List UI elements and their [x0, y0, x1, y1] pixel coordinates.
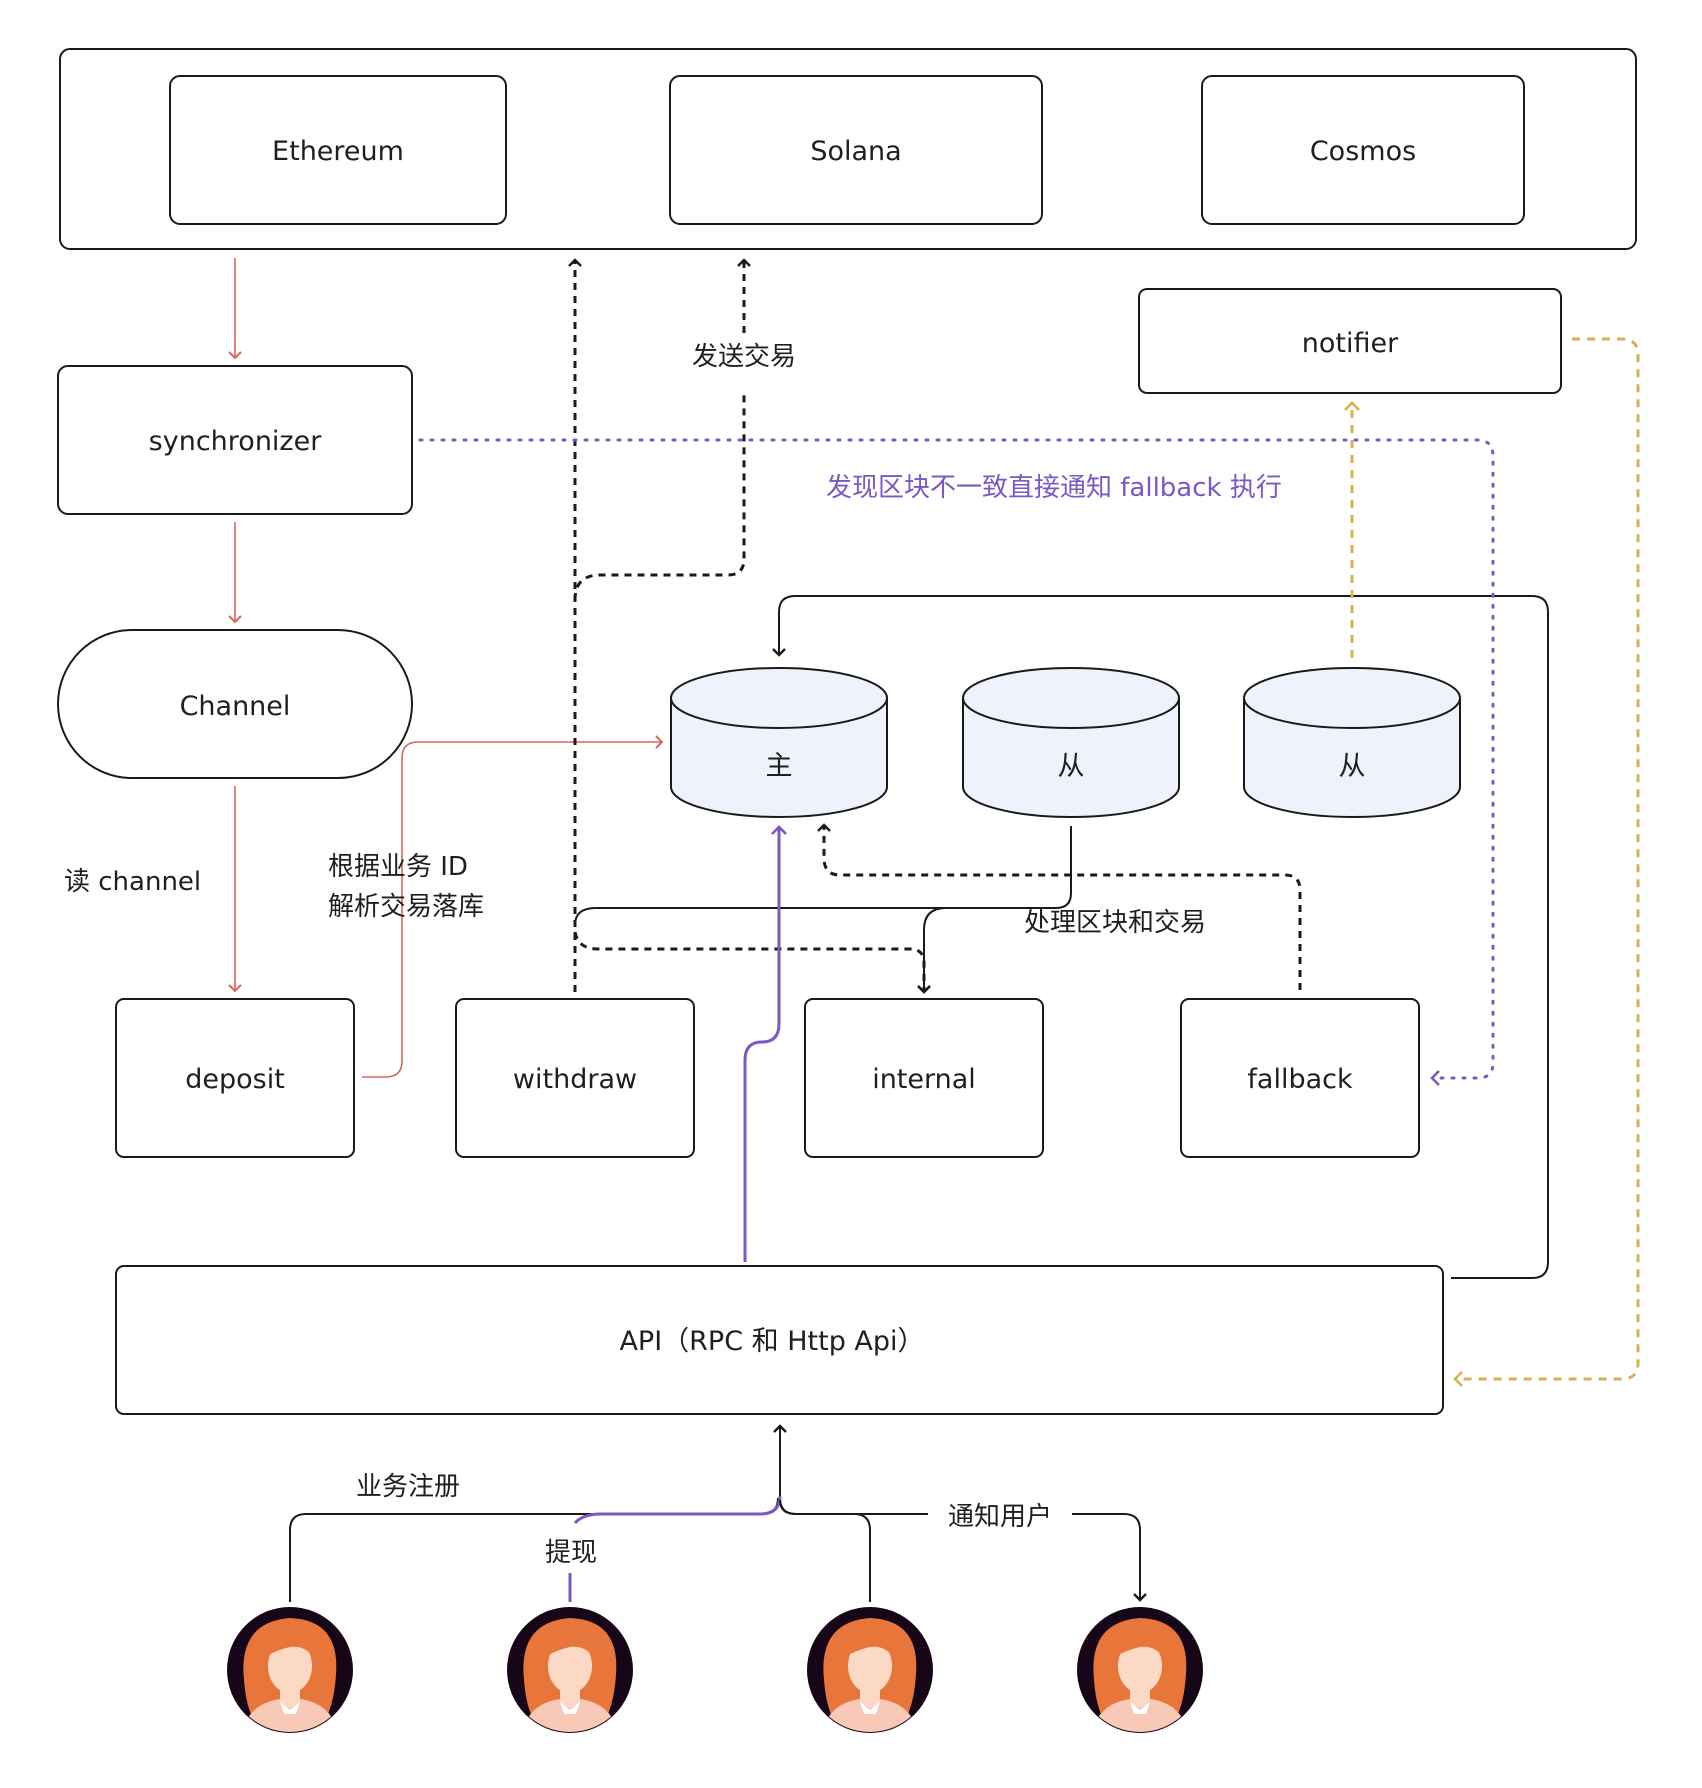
deposit-label: deposit — [185, 1064, 285, 1095]
notifier-node: notifier — [1138, 288, 1562, 394]
withdraw-cash-label: 提现 — [545, 1538, 597, 1568]
read-channel-label: 读 channel — [64, 867, 201, 897]
deposit-node: deposit — [115, 998, 355, 1158]
chain-ethereum-label: Ethereum — [272, 136, 404, 167]
chain-solana-label: Solana — [810, 136, 901, 167]
block-mismatch-label: 发现区块不一致直接通知 fallback 执行 — [826, 473, 1282, 503]
edge-deposit-to-master-db — [362, 735, 664, 1078]
user-avatar-icon — [227, 1607, 353, 1733]
parse-label-line2: 解析交易落库 — [328, 892, 484, 922]
edge-slave-to-withdraw — [574, 826, 1072, 926]
chain-cosmos-label: Cosmos — [1310, 136, 1416, 167]
edge-slave-to-internal — [917, 907, 970, 994]
synchronizer-label: synchronizer — [149, 426, 323, 457]
db-master-label: 主 — [766, 751, 793, 782]
edge-internal-dashed — [573, 931, 931, 994]
user-avatar-icon — [1077, 1607, 1203, 1733]
notifier-label: notifier — [1302, 328, 1399, 359]
withdraw-node: withdraw — [455, 998, 695, 1158]
business-register-label: 业务注册 — [356, 1472, 460, 1502]
api-node: API（RPC 和 Http Api） — [115, 1265, 1444, 1415]
api-label: API（RPC 和 Http Api） — [619, 1326, 924, 1357]
edge-fallback-to-master — [817, 823, 1302, 990]
chain-ethereum: Ethereum — [169, 75, 507, 225]
chain-solana: Solana — [669, 75, 1043, 225]
internal-label: internal — [872, 1064, 976, 1095]
withdraw-label: withdraw — [513, 1064, 637, 1095]
edge-api-to-master-db — [743, 825, 787, 1262]
synchronizer-node: synchronizer — [57, 365, 413, 515]
users-row — [227, 1607, 1203, 1733]
process-blocks-label: 处理区块和交易 — [1024, 908, 1206, 938]
chain-cosmos: Cosmos — [1201, 75, 1525, 225]
edge-notifier-to-api — [1453, 337, 1640, 1387]
edge-withdraw-request-upper — [573, 1495, 782, 1525]
channel-node: Channel — [57, 629, 413, 779]
notify-user-label: 通知用户 — [948, 1502, 1052, 1532]
fallback-node: fallback — [1180, 998, 1420, 1158]
db-slave-1: 从 — [962, 667, 1180, 818]
internal-node: internal — [804, 998, 1044, 1158]
db-slave-2-label: 从 — [1339, 751, 1366, 782]
withdraw-cash-label-bg — [532, 1530, 612, 1570]
db-slave-2: 从 — [1243, 667, 1461, 818]
channel-label: Channel — [180, 691, 291, 722]
db-master: 主 — [670, 667, 888, 818]
send-tx-label: 发送交易 — [692, 342, 796, 372]
edge-notify-user — [779, 1499, 928, 1515]
edge-synchronizer-to-fallback — [418, 438, 1495, 1086]
user-avatar-icon — [507, 1607, 633, 1733]
user-avatar-icon — [807, 1607, 933, 1733]
fallback-label: fallback — [1247, 1064, 1353, 1095]
db-slave-1-label: 从 — [1058, 751, 1085, 782]
edge-api-to-master-loop — [772, 595, 1549, 1279]
parse-label-line1: 根据业务 ID — [328, 852, 468, 882]
edge-send-tx-to-solana — [573, 393, 746, 601]
send-tx-label-bg — [684, 336, 804, 376]
edge-notify-user-tail — [1072, 1513, 1147, 1602]
